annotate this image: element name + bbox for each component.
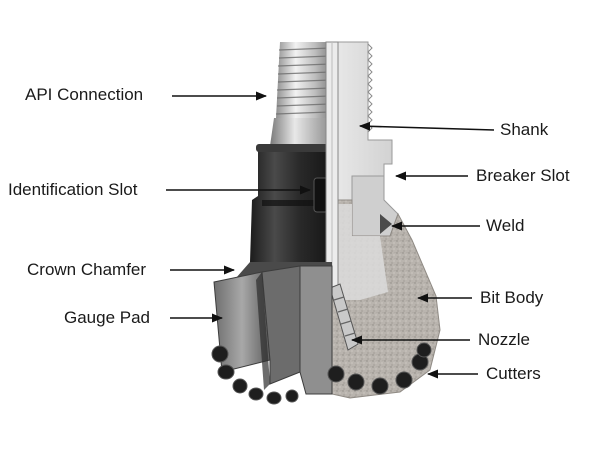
label-crown-chamfer: Crown Chamfer	[27, 260, 147, 279]
label-shank: Shank	[500, 120, 549, 139]
cutter	[217, 364, 235, 380]
label-gauge-pad: Gauge Pad	[64, 308, 151, 327]
cutter	[416, 342, 432, 358]
cutters	[211, 342, 432, 405]
cutter	[248, 387, 264, 401]
cutter	[395, 371, 413, 389]
cutter	[327, 365, 345, 383]
label-nozzle: Nozzle	[478, 330, 530, 349]
cutter	[211, 345, 229, 363]
arrow-shank	[358, 121, 495, 131]
cutter	[232, 378, 248, 394]
cutter	[266, 391, 282, 405]
breaker-slot-body	[250, 144, 332, 262]
label-weld: Weld	[486, 216, 525, 235]
label-identification-slot: Identification Slot	[8, 180, 138, 199]
label-bit-body: Bit Body	[480, 288, 544, 307]
label-breaker-slot: Breaker Slot	[476, 166, 570, 185]
api-connection-pin	[270, 42, 332, 146]
cutter	[347, 373, 365, 391]
weld-region	[351, 175, 399, 237]
cutter	[285, 389, 299, 403]
cutter	[371, 377, 389, 395]
bit-body-matrix	[331, 199, 441, 399]
label-cutters: Cutters	[486, 364, 541, 383]
blades	[213, 262, 333, 395]
central-bore	[325, 41, 339, 291]
label-api-connection: API Connection	[25, 85, 144, 104]
leader-arrows	[166, 91, 495, 379]
